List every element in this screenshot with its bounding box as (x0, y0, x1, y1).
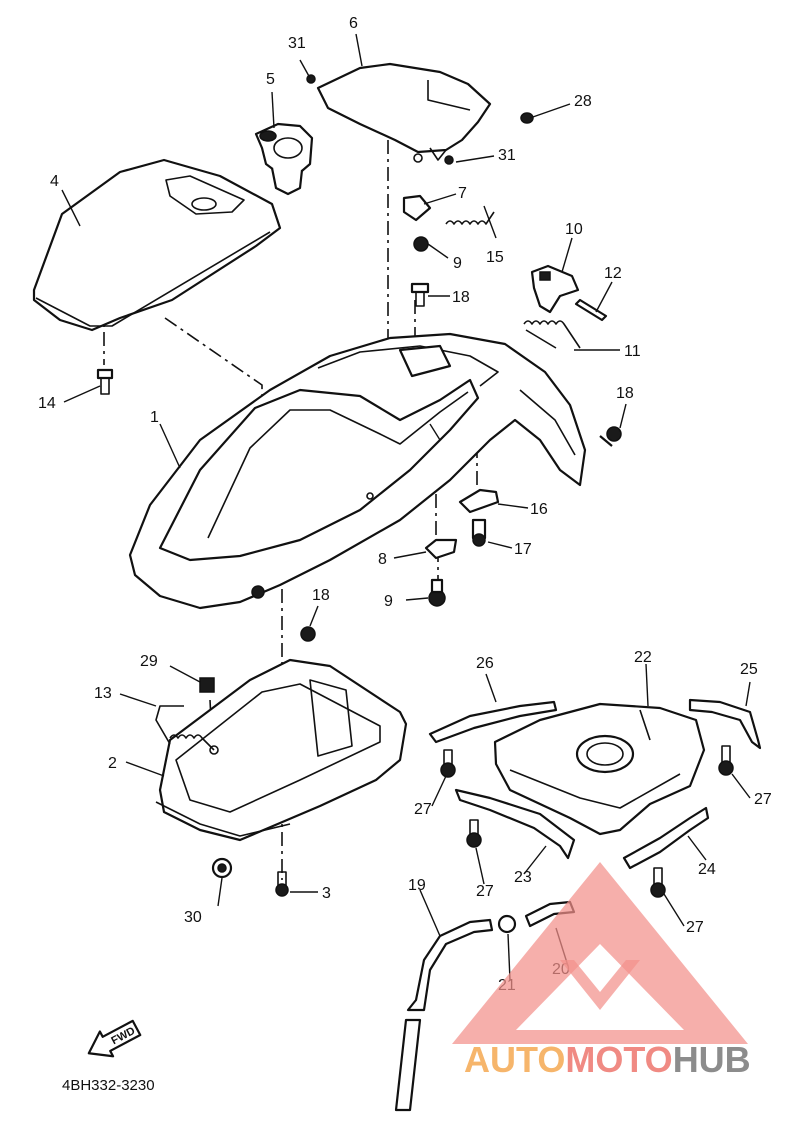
screw-27-b (466, 819, 482, 848)
callout-1: 1 (150, 409, 159, 426)
callout-18-right: 18 (616, 385, 634, 402)
part-13-wire (155, 705, 219, 755)
screw-27-d (650, 867, 666, 898)
screw-27-c (718, 745, 734, 776)
callout-18-upper: 18 (452, 289, 470, 306)
callout-28: 28 (574, 93, 592, 110)
callout-4: 4 (50, 173, 59, 190)
part-23-strap (454, 788, 576, 860)
small-31-b (444, 155, 454, 165)
callout-24: 24 (698, 861, 716, 878)
part-22-tank (493, 702, 706, 836)
callout-15: 15 (486, 249, 504, 266)
callout-27-d: 27 (686, 919, 704, 936)
part-26-strap (428, 700, 558, 744)
callout-9-upper: 9 (453, 255, 462, 272)
callout-16: 16 (530, 501, 548, 518)
callout-19: 19 (408, 877, 426, 894)
screw-14 (96, 368, 114, 395)
callout-2: 2 (108, 755, 117, 772)
callout-3: 3 (322, 885, 331, 902)
callout-31-mid: 31 (498, 147, 516, 164)
screw-18-right (599, 426, 622, 447)
callout-8: 8 (378, 551, 387, 568)
callout-25: 25 (740, 661, 758, 678)
screw-9-lower (428, 578, 446, 607)
part-12-pin (574, 298, 608, 322)
part-21-clamp (497, 914, 517, 934)
part-19-hose (394, 918, 494, 1112)
screw-9-upper (413, 236, 429, 252)
callout-27-c: 27 (476, 883, 494, 900)
callout-6: 6 (349, 15, 358, 32)
callout-12: 12 (604, 265, 622, 282)
svg-text:AUTOMOTOHUB: AUTOMOTOHUB (464, 1039, 751, 1080)
part-8-bracket (424, 538, 458, 560)
screw-3 (275, 871, 289, 897)
watermark-triangle-icon (452, 862, 748, 1044)
part-11-spring (523, 320, 581, 349)
part-15-spring (445, 211, 495, 225)
callout-27-a: 27 (414, 801, 432, 818)
part-4-cover (32, 158, 282, 332)
screw-18-upper (410, 282, 430, 307)
callout-26: 26 (476, 655, 494, 672)
part-2-box (155, 658, 408, 842)
leader-lines (61, 33, 751, 981)
watermark-text-hub: HUB (673, 1039, 751, 1080)
callout-23: 23 (514, 869, 532, 886)
callout-27-b: 27 (754, 791, 772, 808)
callout-30: 30 (184, 909, 202, 926)
callout-14: 14 (38, 395, 56, 412)
fwd-arrow-icon: FWD (87, 1019, 142, 1058)
watermark-logo: AUTOMOTOHUB (452, 862, 751, 1080)
screw-27-a (440, 749, 456, 778)
callout-13: 13 (94, 685, 112, 702)
callout-11: 11 (624, 343, 641, 360)
part-10-bracket (530, 264, 580, 314)
screws (96, 74, 734, 898)
part-24-strap (622, 806, 710, 870)
callout-17: 17 (514, 541, 532, 558)
screw-29 (199, 677, 215, 693)
part-7-hinge (402, 194, 432, 222)
callout-29: 29 (140, 653, 158, 670)
callout-labels: 1 2 3 4 5 6 7 8 9 9 10 11 12 13 14 15 16… (38, 15, 772, 994)
callout-22: 22 (634, 649, 652, 666)
watermark-inner-mark-icon (560, 960, 640, 1010)
callout-31-top: 31 (288, 35, 306, 52)
callout-9-lower: 9 (384, 593, 393, 610)
part-25-strap (688, 698, 762, 750)
screw-17 (471, 518, 487, 547)
washer-28 (520, 112, 534, 124)
part-1-body (128, 332, 587, 610)
watermark-text-moto: MOTO (565, 1039, 672, 1080)
nut-30 (211, 857, 233, 879)
callout-10: 10 (565, 221, 583, 238)
catalog-code: 4BH332-3230 (62, 1077, 155, 1094)
watermark-text-auto: AUTO (464, 1039, 565, 1080)
callout-5: 5 (266, 71, 275, 88)
callout-7: 7 (458, 185, 467, 202)
part-5-lock (254, 122, 314, 196)
screw-18-lower (300, 626, 316, 642)
part-16-bracket (458, 488, 500, 514)
callout-18-lower: 18 (312, 587, 330, 604)
part-6-lid (316, 62, 492, 163)
